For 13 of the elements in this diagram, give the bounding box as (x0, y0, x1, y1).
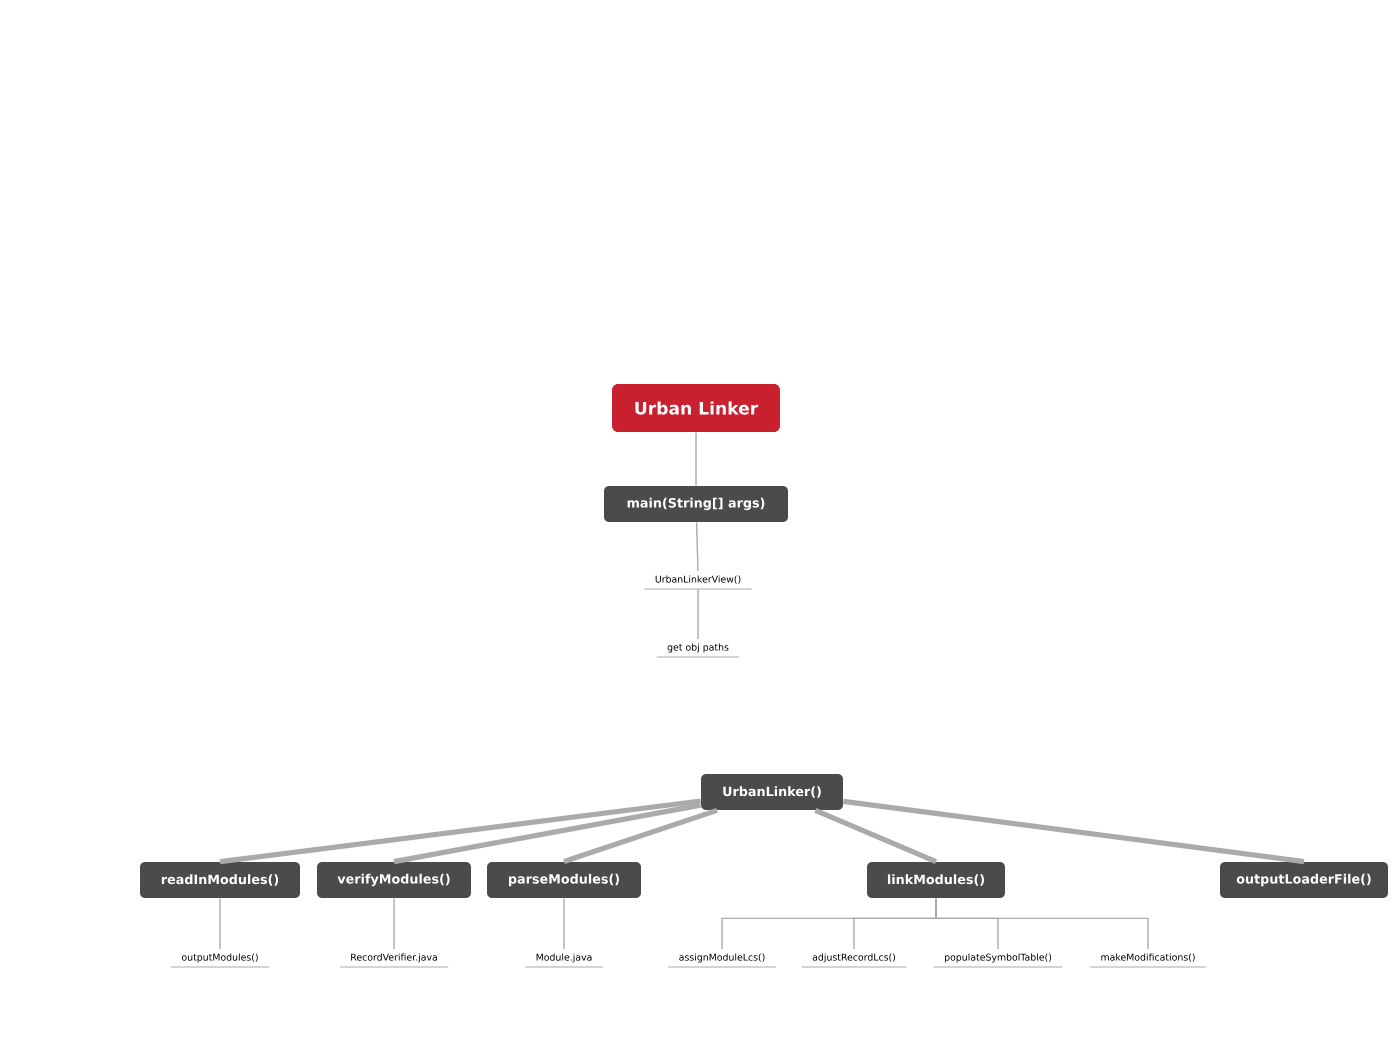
connector-line (814, 808, 938, 864)
connector-line (563, 897, 565, 950)
connector-line (219, 897, 221, 950)
central-topic-box: Urban Linker (612, 384, 780, 432)
connector-line (219, 798, 701, 865)
connector-line (563, 807, 718, 865)
connector-line (393, 897, 395, 950)
connector-line (393, 802, 702, 865)
connector-line (935, 897, 1149, 950)
connector-line (843, 798, 1305, 865)
connector-line (695, 521, 699, 572)
connector-line (695, 431, 697, 487)
connector-line (697, 588, 699, 640)
